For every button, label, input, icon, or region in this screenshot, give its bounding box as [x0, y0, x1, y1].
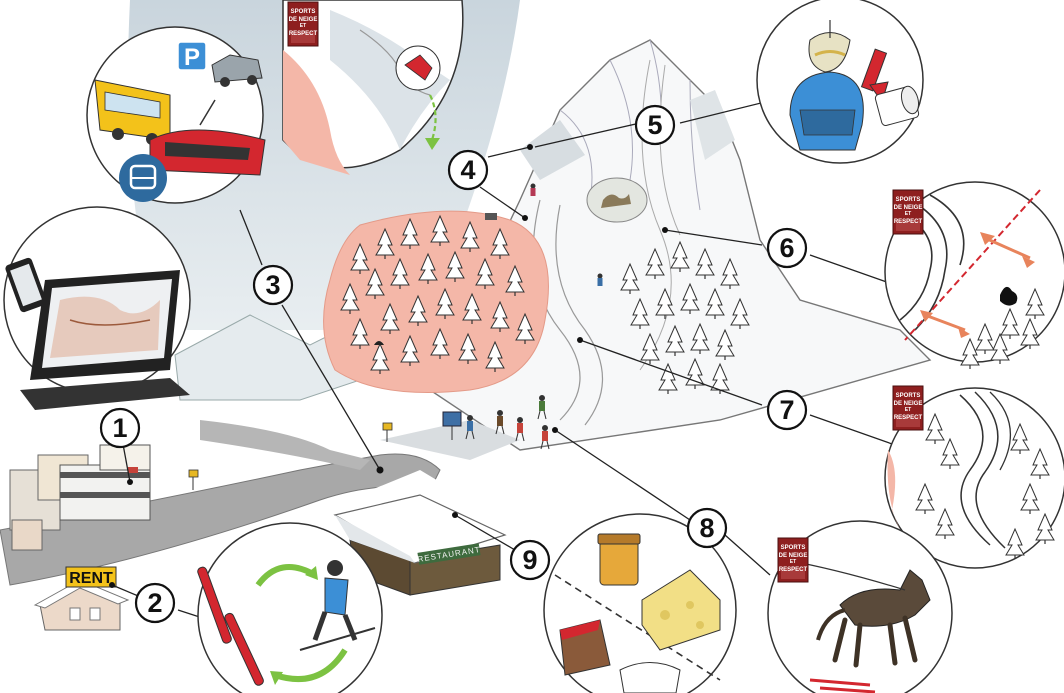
inset6-sign-line2: DE NEIGE — [894, 205, 923, 211]
marker-7: 7 — [766, 389, 808, 431]
marker-label-3: 3 — [265, 270, 280, 300]
restaurant-chalet: RESTAURANT — [333, 494, 507, 596]
number-markers: 1 2 3 4 5 6 7 8 9 — [99, 104, 808, 624]
marker-2: 2 — [134, 582, 176, 624]
inset8-sign-line2: DE NEIGE — [779, 553, 808, 559]
inset8-sign-line3: ET — [790, 559, 796, 565]
marker-circle-4 — [447, 149, 489, 191]
marker-label-4: 4 — [460, 155, 475, 185]
inset-local-products — [543, 513, 737, 693]
inset6-sign-line4: RESPECT — [894, 219, 923, 225]
rent-sign-label: RENT — [69, 570, 113, 587]
wildlife-zone — [323, 210, 549, 393]
parking-sign-label: P — [184, 44, 200, 71]
inset-ski-touring — [197, 522, 383, 693]
inset6-sign-line3: ET — [905, 211, 911, 217]
inset7-sign-line1: SPORTS — [896, 393, 921, 399]
inset-avalanche-risk: SPORTS DE NEIGE ET RESPECT — [282, 0, 464, 175]
marker-circle-5 — [634, 104, 676, 146]
marker-4: 4 — [447, 149, 489, 191]
marker-circle-7 — [766, 389, 808, 431]
marker-1: 1 — [99, 407, 141, 449]
marker-circle-8 — [686, 507, 728, 549]
marker-circle-9 — [509, 539, 551, 581]
marker-label-2: 2 — [147, 588, 162, 618]
leader-lines — [111, 101, 896, 623]
inset7-sign-line4: RESPECT — [894, 415, 923, 421]
inset-planning-online — [3, 206, 191, 410]
marker-6: 6 — [766, 227, 808, 269]
marker-9: 9 — [509, 539, 551, 581]
marker-label-8: 8 — [699, 513, 714, 543]
inset-respect-wildlife-distance: SPORTS DE NEIGE ET RESPECT — [884, 181, 1064, 370]
inset4-sign-line3: ET — [300, 23, 306, 29]
marker-label-1: 1 — [112, 413, 127, 443]
inset8-sign-line1: SPORTS — [781, 545, 806, 551]
marker-label-9: 9 — [522, 545, 537, 575]
inset-public-transport: P — [86, 26, 266, 204]
inset4-sign-line4: RESPECT — [289, 31, 318, 37]
inset-dogs-on-leash: SPORTS DE NEIGE ET RESPECT — [767, 520, 953, 693]
inset7-sign-line2: DE NEIGE — [894, 401, 923, 407]
inset4-sign-line2: DE NEIGE — [289, 17, 318, 23]
ski-tourers — [188, 183, 603, 490]
marker-label-5: 5 — [647, 110, 662, 140]
inset-use-marked-routes: SPORTS DE NEIGE ET RESPECT — [884, 385, 1064, 569]
rental-shop: RENT — [33, 566, 130, 631]
marker-label-7: 7 — [779, 395, 794, 425]
inset8-sign-line4: RESPECT — [779, 567, 808, 573]
inset6-sign-line1: SPORTS — [896, 197, 921, 203]
marker-circle-1 — [99, 407, 141, 449]
town — [9, 444, 151, 551]
marker-dots — [109, 144, 668, 588]
inset-take-waste-home — [756, 0, 924, 164]
marker-circle-2 — [134, 582, 176, 624]
inset7-sign-line3: ET — [905, 407, 911, 413]
inset4-sign-line1: SPORTS — [291, 9, 316, 15]
marker-8: 8 — [686, 507, 728, 549]
marker-circle-6 — [766, 227, 808, 269]
marker-circle-3 — [252, 264, 294, 306]
marker-label-6: 6 — [779, 233, 794, 263]
marker-5: 5 — [634, 104, 676, 146]
marker-3: 3 — [252, 264, 294, 306]
